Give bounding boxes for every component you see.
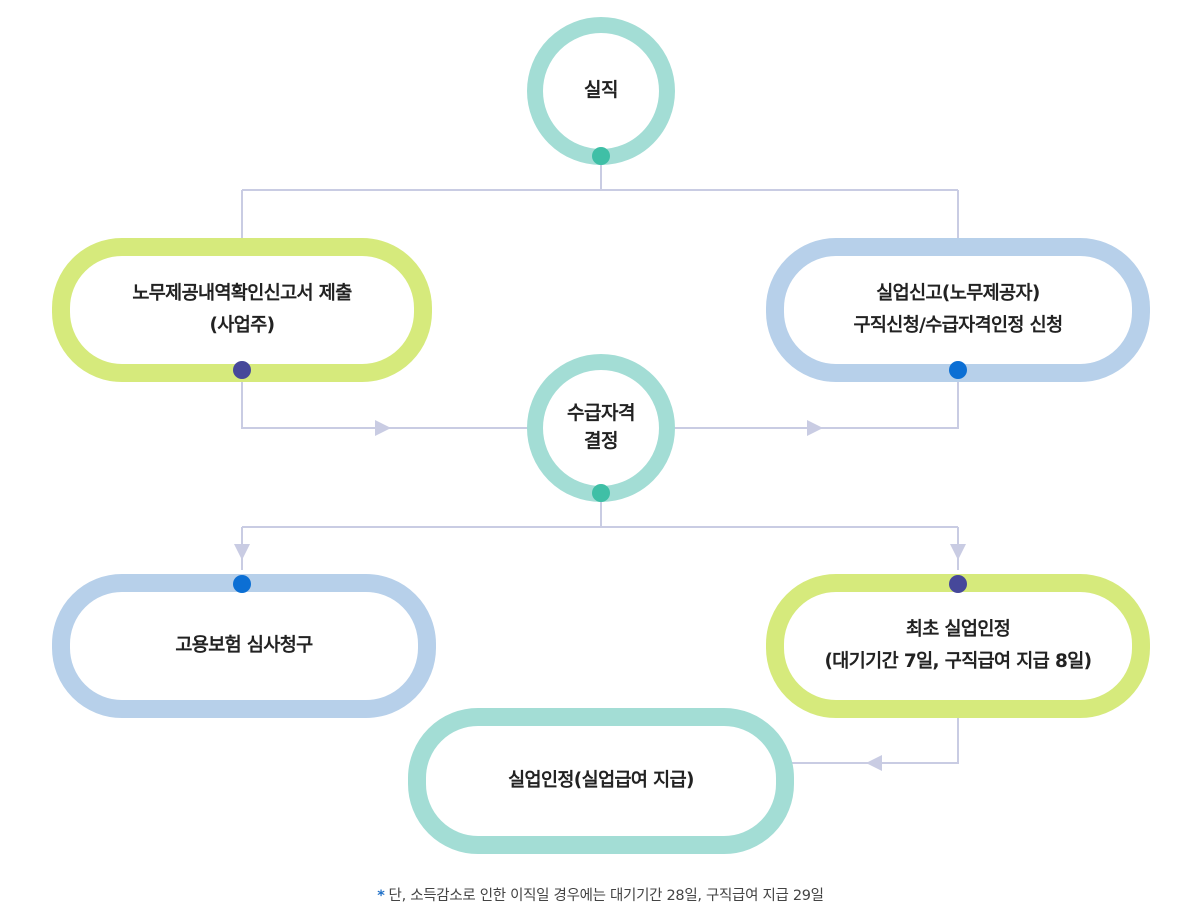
node-recognition: 실업인정(실업급여 지급) <box>408 708 794 854</box>
node-report-submit: 노무제공내역확인신고서 제출 (사업주) <box>52 238 432 382</box>
arrow-right-to-eligibility <box>375 420 391 436</box>
node-unemployment-report-line1: 실업신고(노무제공자) <box>876 282 1040 304</box>
dot-report-submit-bottom <box>233 361 251 379</box>
node-report-submit-line2: (사업주) <box>209 315 276 336</box>
connector-start-split <box>241 165 959 242</box>
node-report-submit-line1: 노무제공내역확인신고서 제출 <box>132 282 352 304</box>
arrow-down-to-first-recognition <box>950 544 966 560</box>
footnote: *단, 소득감소로 인한 이직일 경우에는 대기기간 28일, 구직급여 지급 … <box>0 884 1201 905</box>
footnote-marker: * <box>377 888 385 904</box>
arrow-down-to-appeal <box>234 544 250 560</box>
arrow-right-from-eligibility <box>807 420 823 436</box>
connector-eligibility-split <box>241 502 959 570</box>
connector-eligibility-to-right <box>672 382 959 429</box>
node-appeal-label: 고용보험 심사청구 <box>175 634 313 656</box>
node-first-recognition-line1: 최초 실업인정 <box>905 618 1011 640</box>
node-eligibility-line2: 결정 <box>584 430 618 452</box>
connector-first-to-recognition <box>790 718 959 764</box>
dot-appeal-top <box>233 575 251 593</box>
footnote-text: 단, 소득감소로 인한 이직일 경우에는 대기기간 28일, 구직급여 지급 2… <box>388 888 824 904</box>
dot-start-bottom <box>592 147 610 165</box>
node-start: 실직 <box>527 17 675 165</box>
node-first-recognition-line2: (대기기간 7일, 구직급여 지급 8일) <box>824 651 1092 672</box>
node-eligibility: 수급자격 결정 <box>527 354 675 502</box>
node-start-label: 실직 <box>584 79 618 102</box>
node-recognition-label: 실업인정(실업급여 지급) <box>508 769 694 791</box>
node-unemployment-report-line2: 구직신청/수급자격인정 신청 <box>853 315 1063 336</box>
connector-left-to-eligibility <box>241 382 530 429</box>
node-eligibility-line1: 수급자격 <box>567 402 635 425</box>
node-appeal: 고용보험 심사청구 <box>52 574 436 718</box>
dot-first-recognition-top <box>949 575 967 593</box>
dot-eligibility-bottom <box>592 484 610 502</box>
arrow-left-to-recognition <box>866 755 882 771</box>
dot-unemployment-report-bottom <box>949 361 967 379</box>
node-first-recognition: 최초 실업인정 (대기기간 7일, 구직급여 지급 8일) <box>766 574 1150 718</box>
